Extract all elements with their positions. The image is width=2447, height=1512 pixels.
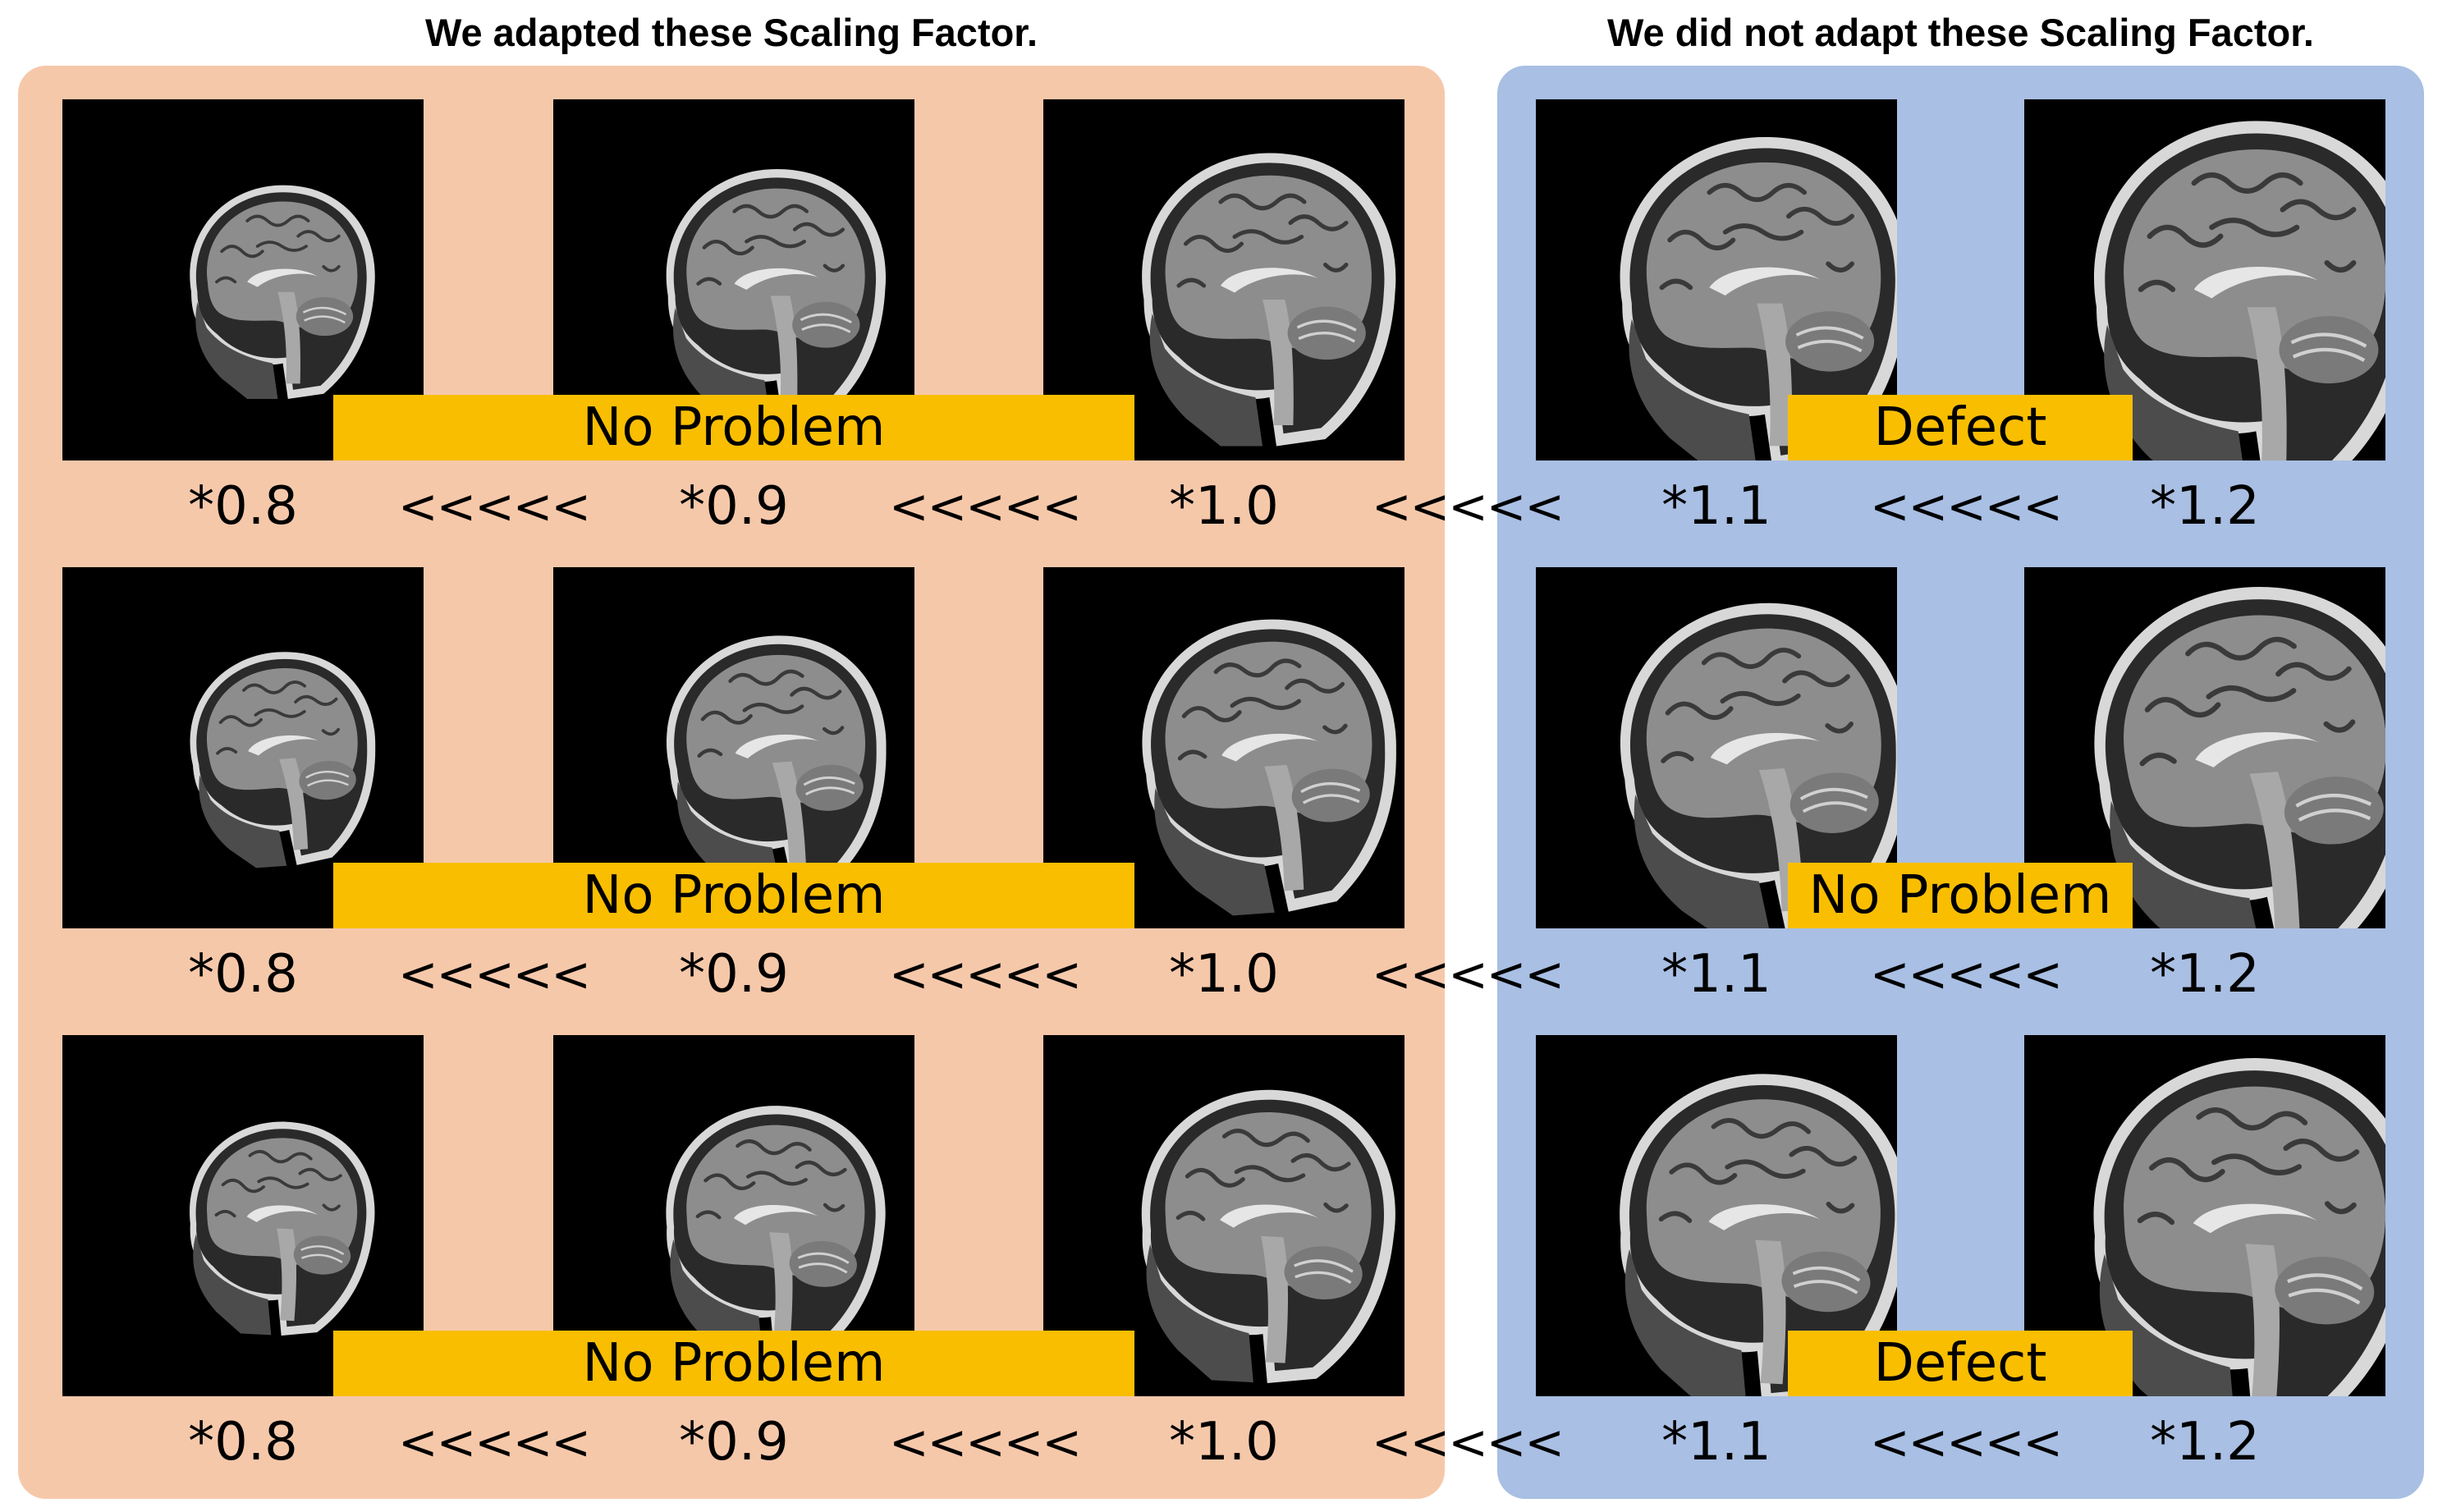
scaling-factor-label: *0.8 [188,944,298,1005]
mri-scan [62,99,424,460]
not-adapted-result-banner: Defect [1788,395,2133,460]
direction-arrow: <<<<< [1870,1414,2063,1470]
adapted-header: We adapted these Scaling Factor. [424,11,1038,54]
scaling-factor-label: *1.0 [1169,1412,1279,1473]
direction-arrow: <<<<< [1870,946,2063,1002]
direction-arrow: <<<<< [889,946,1082,1002]
scaling-factor-label: *0.9 [679,944,789,1005]
scaling-factor-label: *1.2 [2150,944,2260,1005]
scaling-factor-label: *1.0 [1169,944,1279,1005]
direction-arrow: <<<<< [398,1414,591,1470]
adapted-result-banner: No Problem [333,1331,1134,1396]
scaling-factor-label: *0.8 [188,1412,298,1473]
not-adapted-result-banner: No Problem [1788,863,2133,928]
mri-scan [62,567,424,928]
mri-scan [2024,99,2385,460]
scaling-factor-label: *0.8 [188,476,298,537]
direction-arrow: <<<<< [889,1414,1082,1470]
mri-scan [1043,1035,1405,1396]
direction-arrow: <<<<< [1870,479,2063,534]
scaling-factor-label: *0.9 [679,476,789,537]
not-adapted-result-banner: Defect [1788,1331,2133,1396]
scaling-factor-label: *1.1 [1661,476,1771,537]
direction-arrow: <<<<< [889,479,1082,534]
scaling-factor-label: *1.0 [1169,476,1279,537]
direction-arrow: <<<<< [1372,479,1565,534]
scaling-factor-label: *1.1 [1661,1412,1771,1473]
mri-scan [1043,99,1405,460]
adapted-result-banner: No Problem [333,395,1134,460]
mri-scan [1536,99,1897,460]
direction-arrow: <<<<< [1372,946,1565,1002]
scaling-factor-label: *1.2 [2150,1412,2260,1473]
scaling-factor-label: *1.1 [1661,944,1771,1005]
scaling-factor-label: *0.9 [679,1412,789,1473]
direction-arrow: <<<<< [398,946,591,1002]
direction-arrow: <<<<< [398,479,591,534]
mri-scan [1043,567,1405,928]
mri-scan [2024,1035,2385,1396]
mri-scan [553,99,914,460]
not-adapted-header: We did not adapt these Scaling Factor. [1607,11,2314,54]
mri-scan [1536,567,1897,928]
adapted-result-banner: No Problem [333,863,1134,928]
scaling-factor-label: *1.2 [2150,476,2260,537]
mri-scan [1536,1035,1897,1396]
direction-arrow: <<<<< [1372,1414,1565,1470]
